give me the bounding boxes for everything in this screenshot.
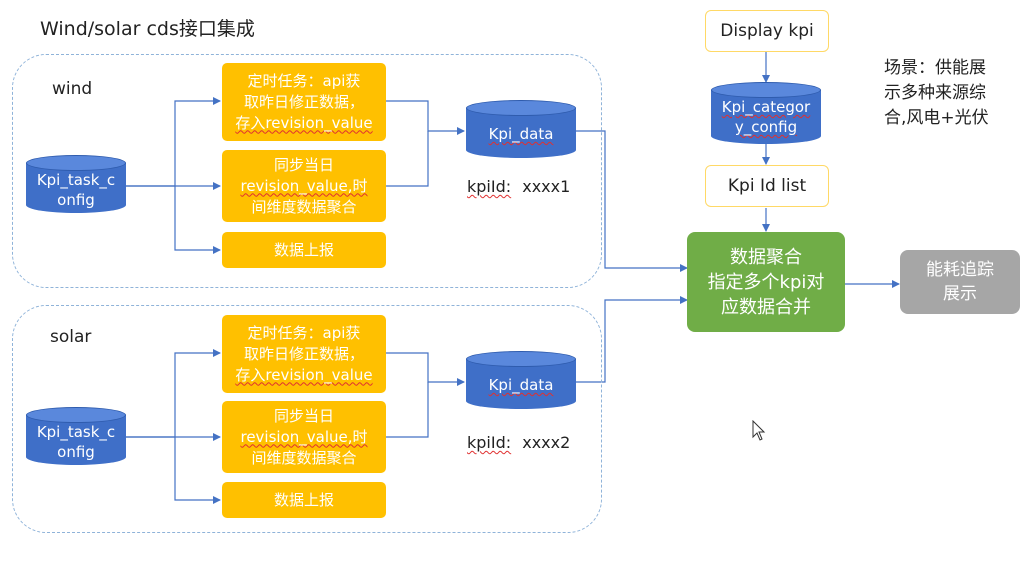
- wind-task-config-line1: Kpi_task_c: [36, 171, 116, 189]
- solar-task-config-db: Kpi_task_c onfig: [26, 407, 126, 465]
- display-kpi-box: Display kpi: [705, 10, 829, 52]
- wind-config-to-task3-connector: [174, 186, 221, 254]
- tracking-line2: 展示: [943, 284, 977, 304]
- aggregation-line3: 应数据合并: [721, 296, 811, 318]
- solar-kpiid: kpiId: xxxx2: [467, 433, 570, 452]
- solar-task2-line3: 间维度数据聚合: [251, 448, 357, 467]
- scenario-line1: 场景：供能展: [884, 58, 986, 78]
- solar-group: [12, 305, 602, 533]
- wind-scheduled-task-box: 定时任务：api获 取昨日修正数据， 存入revision_value: [222, 63, 386, 141]
- wind-task-config-line2: onfig: [57, 191, 95, 209]
- wind-task3-label: 数据上报: [273, 240, 334, 259]
- solar-task-config-line1: Kpi_task_c: [36, 423, 116, 441]
- wind-task2-line3: 间维度数据聚合: [251, 197, 357, 216]
- kpi-category-line1: Kpi_categor: [721, 98, 811, 116]
- solar-task1-to-db-connector: [386, 352, 465, 386]
- solar-group-label: solar: [50, 327, 92, 347]
- wind-kpiid-label: kpiId:: [467, 177, 512, 196]
- kpi-id-list-box: Kpi Id list: [705, 165, 829, 207]
- wind-sync-task-box: 同步当日 revision_value,时 间维度数据聚合: [222, 150, 386, 222]
- wind-task1-line3: 存入revision_value: [235, 113, 373, 132]
- wind-kpiid: kpiId: xxxx1: [467, 177, 570, 196]
- energy-tracking-box: 能耗追踪 展示: [900, 250, 1020, 314]
- scenario-line3: 合,风电+光伏: [884, 108, 989, 128]
- solar-task-config-line2: onfig: [57, 443, 95, 461]
- kpi-id-list-label: Kpi Id list: [727, 176, 807, 196]
- wind-report-box: 数据上报: [222, 232, 386, 268]
- scenario-line2: 示多种来源综: [884, 83, 986, 103]
- wind-kpi-data-db: Kpi_data: [466, 100, 576, 158]
- tracking-line1: 能耗追踪: [926, 260, 994, 280]
- wind-task2-line2: revision_value,时: [240, 176, 368, 195]
- solar-task1-line2: 取昨日修正数据，: [243, 344, 364, 363]
- wind-task1-line2: 取昨日修正数据，: [243, 92, 364, 111]
- solar-kpiid-value: xxxx2: [522, 433, 571, 452]
- wind-task2-to-db-connector: [386, 131, 429, 187]
- display-kpi-label: Display kpi: [720, 21, 813, 41]
- solar-kpiid-label: kpiId:: [467, 433, 512, 452]
- aggregation-line1: 数据聚合: [730, 246, 802, 268]
- solar-task2-line1: 同步当日: [273, 406, 334, 425]
- solar-kpi-data-label: Kpi_data: [488, 376, 554, 394]
- solar-task3-label: 数据上报: [273, 490, 334, 509]
- wind-group-label: wind: [52, 79, 93, 99]
- solar-task1-line3: 存入revision_value: [235, 365, 373, 384]
- wind-task-config-db: Kpi_task_c onfig: [26, 155, 126, 213]
- solar-kpi-data-db: Kpi_data: [466, 351, 576, 409]
- kpi-category-config-db: Kpi_categor y_config: [711, 82, 821, 144]
- solar-task2-line2: revision_value,时: [240, 427, 368, 446]
- solar-task2-to-db-connector: [386, 382, 429, 438]
- wind-task1-to-db-connector: [386, 100, 465, 135]
- solar-task1-line1: 定时任务：api获: [247, 323, 361, 342]
- solar-db-to-aggregate-connector: [576, 296, 688, 383]
- wind-group: [12, 54, 602, 288]
- aggregation-line2: 指定多个kpi对: [707, 271, 825, 293]
- kpi-category-line2: y_config: [734, 118, 798, 136]
- mouse-cursor-icon: [752, 420, 766, 441]
- solar-sync-task-box: 同步当日 revision_value,时 间维度数据聚合: [222, 401, 386, 473]
- display-kpi-text: Display kpi: [720, 21, 814, 41]
- diagram-title: Wind/solar cds接口集成: [40, 18, 255, 40]
- data-aggregation-box: 数据聚合 指定多个kpi对 应数据合并: [687, 232, 845, 332]
- solar-scheduled-task-box: 定时任务：api获 取昨日修正数据， 存入revision_value: [222, 315, 386, 393]
- wind-kpiid-value: xxxx1: [522, 177, 571, 196]
- wind-kpi-data-label: Kpi_data: [488, 125, 554, 143]
- wind-db-to-aggregate-connector: [576, 130, 688, 272]
- wind-task1-line1: 定时任务：api获: [247, 71, 361, 90]
- scenario-note: 场景：供能展 示多种来源综 合,风电+光伏: [884, 56, 989, 131]
- solar-config-to-task3-connector: [174, 437, 221, 504]
- wind-task2-line1: 同步当日: [273, 155, 334, 174]
- solar-report-box: 数据上报: [222, 482, 386, 518]
